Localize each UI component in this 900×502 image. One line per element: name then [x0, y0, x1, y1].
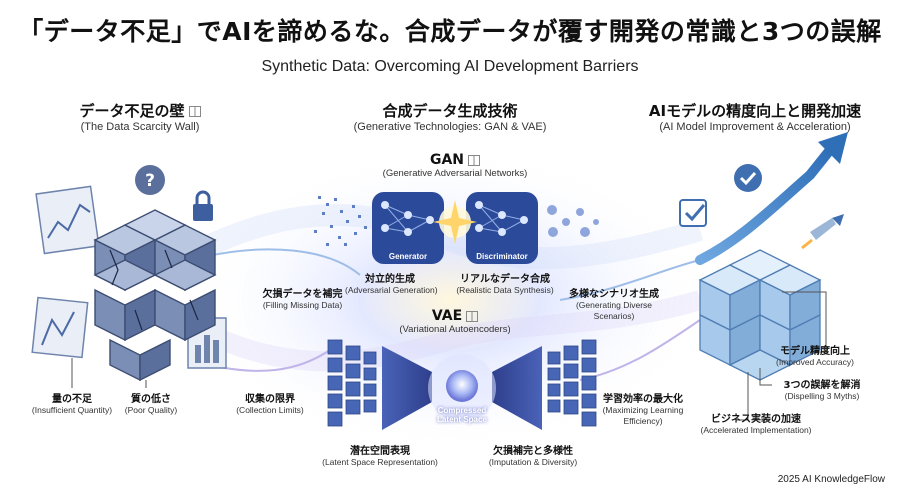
- left-section-subtitle: (The Data Scarcity Wall): [80, 121, 200, 133]
- broken-data-cube: ?: [31, 165, 227, 382]
- label-filling-missing-data: 欠損データを補完 (Filling Missing Data): [262, 289, 343, 310]
- vae-network: [327, 339, 597, 430]
- label-learning-efficiency: 学習効率の最大化 (Maximizing Learning Efficiency…: [602, 394, 684, 426]
- page-subtitle: Synthetic Data: Overcoming AI Developmen…: [261, 58, 639, 75]
- label-imputation-diversity: 欠損補完と多様性 (Imputation & Diversity): [488, 446, 578, 467]
- right-section-subtitle: (AI Model Improvement & Acceleration): [659, 121, 851, 133]
- left-section-title: データ不足の壁: [79, 102, 185, 120]
- gan-header: GAN (Generative Adversarial Networks): [360, 152, 550, 179]
- center-section-subtitle: (Generative Technologies: GAN & VAE): [353, 121, 547, 133]
- label-improved-accuracy: モデル精度向上 (Improved Accuracy): [776, 346, 854, 367]
- book-icon: [466, 310, 479, 322]
- improved-data-cube: [679, 132, 848, 421]
- center-section-header: 合成データ生成技術 (Generative Technologies: GAN …: [330, 100, 570, 133]
- label-poor-quality: 質の低さ (Poor Quality): [124, 394, 178, 415]
- vae-title: VAE: [431, 308, 463, 324]
- flow-glow: [189, 150, 710, 450]
- book-icon: [468, 154, 481, 166]
- latent-space-label: Compressed Latent Space: [437, 406, 487, 424]
- page-title: 「データ不足」でAIを諦めるな。合成データが覆す開発の常識と3つの誤解: [18, 17, 882, 46]
- right-section-title: AIモデルの精度向上と開発加速: [648, 102, 862, 120]
- label-latent-representation: 潜在空間表現 (Latent Space Representation): [322, 446, 438, 467]
- discriminator-label: Discriminator: [476, 252, 528, 261]
- footer-credit: 2025 AI KnowledgeFlow: [777, 474, 885, 485]
- center-section-title: 合成データ生成技術: [382, 102, 518, 120]
- label-dispelling-myths: 3つの誤解を解消 (Dispelling 3 Myths): [783, 380, 861, 401]
- right-section-header: AIモデルの精度向上と開発加速 (AI Model Improvement & …: [630, 100, 880, 133]
- label-adversarial-generation: 対立的生成 (Adversarial Generation): [345, 274, 438, 295]
- vae-header: VAE (Variational Autoencoders): [370, 308, 540, 335]
- label-diverse-scenarios: 多様なシナリオ生成 (Generating Diverse Scenarios): [569, 289, 659, 321]
- label-collection-limits: 収集の限界 (Collection Limits): [236, 394, 304, 415]
- left-section-header: データ不足の壁 (The Data Scarcity Wall): [40, 100, 240, 133]
- gan-title: GAN: [429, 152, 465, 168]
- generator-label: Generator: [388, 252, 428, 261]
- label-accelerated-implementation: ビジネス実装の加速 (Accelerated Implementation): [700, 414, 812, 435]
- leader-lines-left: [71, 358, 147, 388]
- gan-subtitle: (Generative Adversarial Networks): [382, 168, 528, 179]
- label-realistic-synthesis: リアルなデータ合成 (Realistic Data Synthesis): [456, 274, 554, 295]
- vae-subtitle: (Variational Autoencoders): [399, 324, 511, 335]
- label-insufficient-quantity: 量の不足 (Insufficient Quantity): [31, 394, 113, 415]
- svg-text:?: ?: [145, 171, 155, 191]
- gan-network: [314, 192, 599, 264]
- book-icon: [188, 106, 201, 117]
